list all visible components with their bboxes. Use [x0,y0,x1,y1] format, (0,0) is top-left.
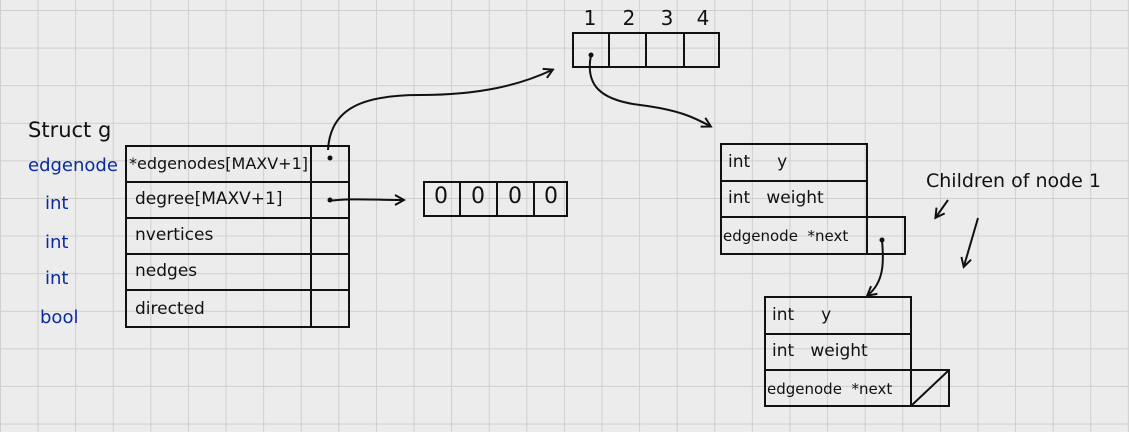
children-annotation: Children of node 1 [926,170,1101,192]
struct-row-divider [125,181,350,183]
field-edgenodes: *edgenodes[MAXV+1] [129,153,308,173]
node-2-field-y: int y [772,304,832,325]
node-1-field-weight: int weight [728,188,824,208]
field-nvertices: nvertices [135,225,214,245]
edgenodes-array-divider [645,32,647,68]
degree-value: 0 [471,184,485,209]
degree-value: 0 [508,184,522,209]
pointer-dot [327,155,333,161]
slot1-to-node1-arrow [588,54,710,126]
degree-value: 0 [434,184,448,209]
struct-title: Struct g [28,118,112,142]
field-degree: degree[MAXV+1] [135,189,283,209]
node-2-field-weight: int weight [772,341,868,361]
array-index: 2 [622,6,636,30]
struct-row-divider [125,289,350,291]
degree-array-divider [496,181,498,217]
type-label-int-1: int [45,193,69,214]
annotation-arrow [964,217,979,266]
node-2-row-divider [764,369,912,371]
type-label-int-3: int [45,268,69,289]
field-nedges: nedges [135,261,198,281]
degree-array-divider [533,181,535,217]
type-label-bool: bool [40,307,79,328]
node-1-frame [720,143,868,255]
array-index: 1 [583,6,597,30]
node-1-next-pointer-cell [866,216,906,255]
null-pointer-slash [911,370,949,406]
edgenodes-array-divider [683,32,685,68]
node-1-field-next: edgenode *next [723,227,849,245]
edgenodes-pointer-arrow [327,70,552,151]
type-label-edgenode: edgenode [28,155,118,176]
struct-row-divider [125,253,350,255]
node-1-field-y: int y [728,151,788,172]
type-label-int-2: int [45,232,69,253]
node-1-row-divider [720,180,868,182]
degree-pointer-arrow [327,199,403,201]
node-2-field-next: edgenode *next [767,379,893,398]
node-2-row-divider [764,333,912,335]
node-2-null-pointer-cell [910,369,950,407]
annotation-arrow [936,199,949,217]
degree-value: 0 [544,184,558,209]
node-1-row-divider [720,216,868,218]
node-2-frame [764,296,912,407]
struct-table-frame [125,145,350,328]
degree-array-frame [423,181,568,217]
struct-pointer-column-divider [310,145,312,328]
array-index: 4 [696,6,710,30]
array-index: 3 [660,6,674,30]
degree-array-divider [459,181,461,217]
node1-next-to-node2-arrow [868,239,884,295]
struct-row-divider [125,217,350,219]
field-directed: directed [135,298,205,319]
edgenodes-array-divider [608,32,610,68]
